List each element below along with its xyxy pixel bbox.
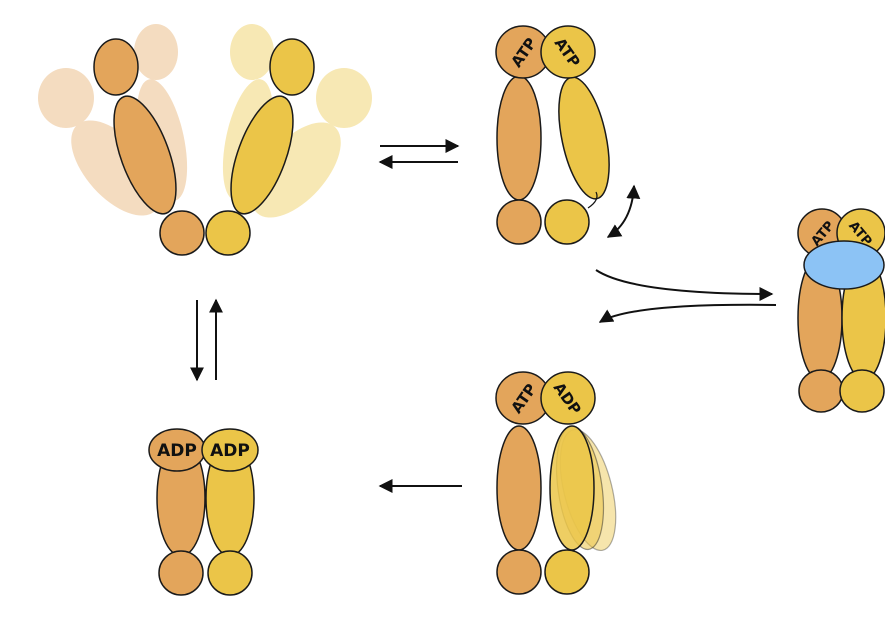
state-hydrolysis: ATP ADP [496,372,626,594]
equilibrium-arrows-top [380,146,458,162]
nucleotide-label-b: ADP [210,441,250,461]
ghost-n-domain [316,68,372,128]
reverse-arrow [600,305,776,322]
equilibrium-arrows-left [197,300,216,380]
c-domain-a [497,200,541,244]
c-domain-a [159,551,203,595]
state-adp-bound: ADP ADP [149,429,258,595]
state-atp-bound: ATP ATP [496,26,634,244]
nucleotide-label-a: ADP [157,441,197,461]
c-domain-a [799,370,843,412]
equilibrium-arrows-client [596,270,776,322]
ghost-n-domain [134,24,178,80]
c-domain-b [206,211,250,255]
middle-domain-a [497,426,541,550]
n-domain-b [270,39,314,95]
state-open-dimer [38,24,372,255]
rotation-arrow [608,186,634,237]
ghost-n-domain [230,24,274,80]
forward-arrow [596,270,772,294]
client-protein [804,241,884,289]
c-domain-b [545,200,589,244]
n-domain-a [94,39,138,95]
c-domain-b [545,550,589,594]
c-domain-a [160,211,204,255]
ghost-n-domain [38,68,94,128]
middle-domain-b [550,426,594,550]
c-domain-b [840,370,884,412]
c-domain-a [497,550,541,594]
middle-domain-b [550,73,619,203]
state-client-bound: ATP ATP [798,209,885,412]
c-domain-b [208,551,252,595]
middle-domain-a [497,76,541,200]
